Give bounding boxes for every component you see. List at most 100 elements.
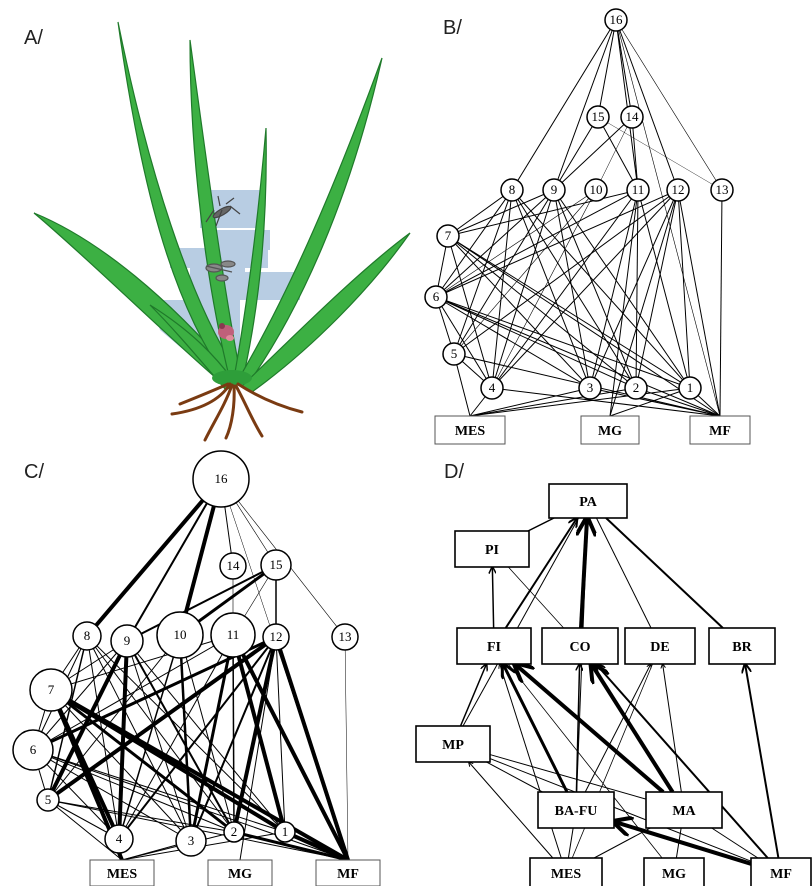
link-n15-n11 (597, 116, 639, 191)
node-label: 14 (227, 558, 241, 573)
node-label: 13 (339, 629, 352, 644)
node-9: 9 (110, 624, 144, 658)
panel-a: A/ (24, 21, 411, 442)
node-13: 13 (710, 178, 734, 202)
node-circle (604, 8, 628, 32)
link-n15-n13 (597, 116, 723, 191)
flow-mp-pa (462, 517, 579, 727)
box-rect (89, 859, 155, 886)
node-circle (578, 376, 602, 400)
node-12: 12 (666, 178, 690, 202)
node-circle (480, 376, 504, 400)
link-n6-n2 (32, 749, 235, 833)
panel-b-edges (435, 19, 723, 417)
link-n7-n2 (50, 688, 235, 834)
node-label: 15 (592, 109, 605, 124)
link-n7-mf (447, 235, 721, 417)
node-label: 8 (84, 628, 91, 643)
node-circle (72, 621, 102, 651)
node-5: 5 (442, 342, 466, 366)
box-mg: MG (207, 859, 273, 886)
node-12: 12 (262, 623, 290, 651)
link-n15-n9 (126, 564, 277, 642)
link-n11-n3 (589, 189, 639, 389)
node-16: 16 (192, 450, 250, 508)
node-circle (424, 285, 448, 309)
flow-br-pa (605, 517, 724, 629)
group-mp: MP (415, 725, 491, 763)
link-n5-n2 (47, 799, 235, 833)
box-mes: MES (89, 859, 155, 886)
link-n11-n4 (491, 189, 639, 389)
node-label: 11 (227, 627, 240, 642)
group-de: DE (624, 627, 696, 665)
node-circle (192, 450, 250, 508)
group-br: BR (708, 627, 776, 665)
link-n16-n9 (126, 478, 222, 642)
node-label: 7 (445, 228, 452, 243)
node-6: 6 (12, 729, 54, 771)
link-n12-mf (274, 636, 350, 861)
node-label: 6 (433, 289, 440, 304)
link-n16-mf (615, 19, 721, 417)
flow-mg-fi (507, 663, 663, 859)
plant-roots (170, 382, 304, 442)
panel-d-label: D/ (444, 461, 464, 483)
link-n16-n8 (511, 19, 617, 191)
node-15: 15 (260, 549, 292, 581)
node-label: 1 (687, 380, 694, 395)
node-circle (260, 549, 292, 581)
node-label: 16 (215, 471, 229, 486)
box-label: MF (709, 424, 731, 439)
link-n16-n9 (553, 19, 617, 191)
box-mf: MF (689, 415, 751, 445)
flow-pi-pa (527, 517, 555, 532)
node-6: 6 (424, 285, 448, 309)
group-pa: PA (548, 483, 628, 519)
node-8: 8 (72, 621, 102, 651)
link-n13-mf (344, 636, 349, 861)
link-n9-n2 (126, 640, 235, 833)
node-1: 1 (274, 821, 296, 843)
link-n6-n1 (435, 296, 691, 389)
group-mf: MF (750, 857, 812, 886)
node-circle (223, 821, 245, 843)
flow-mf-ma (711, 827, 759, 859)
link-n8-n3 (511, 189, 591, 389)
node-7: 7 (29, 668, 73, 712)
node-label: 12 (270, 629, 283, 644)
link-n8-n4 (491, 189, 513, 389)
node-label: 8 (509, 182, 516, 197)
link-n6-n3 (32, 749, 192, 842)
group-ma: MA (645, 791, 723, 829)
flow-mf-co (596, 664, 769, 859)
link-n8-n1 (511, 189, 691, 389)
node-4: 4 (480, 376, 504, 400)
node-circle (500, 178, 524, 202)
link-n12-n5 (453, 189, 679, 355)
node-circle (678, 376, 702, 400)
node-label: 4 (116, 831, 123, 846)
box-rect (434, 415, 506, 445)
group-rect (750, 857, 812, 886)
link-n9-n2 (553, 189, 637, 389)
group-co: CO (541, 627, 619, 665)
link-n3-mf (589, 387, 721, 417)
box-label: MES (455, 424, 486, 439)
mosquito-icon (205, 195, 241, 227)
group-rect (548, 483, 628, 519)
node-circle (36, 788, 60, 812)
link-n8-n2 (511, 189, 637, 389)
node-circle (710, 178, 734, 202)
node-circle (442, 342, 466, 366)
group-label: MES (551, 867, 582, 882)
group-label: MF (770, 867, 792, 882)
node-label: 2 (231, 824, 238, 839)
group-label: DE (650, 640, 669, 655)
box-label: MG (598, 424, 622, 439)
link-n9-n3 (126, 640, 192, 842)
node-label: 11 (632, 182, 645, 197)
node-label: 15 (270, 557, 283, 572)
